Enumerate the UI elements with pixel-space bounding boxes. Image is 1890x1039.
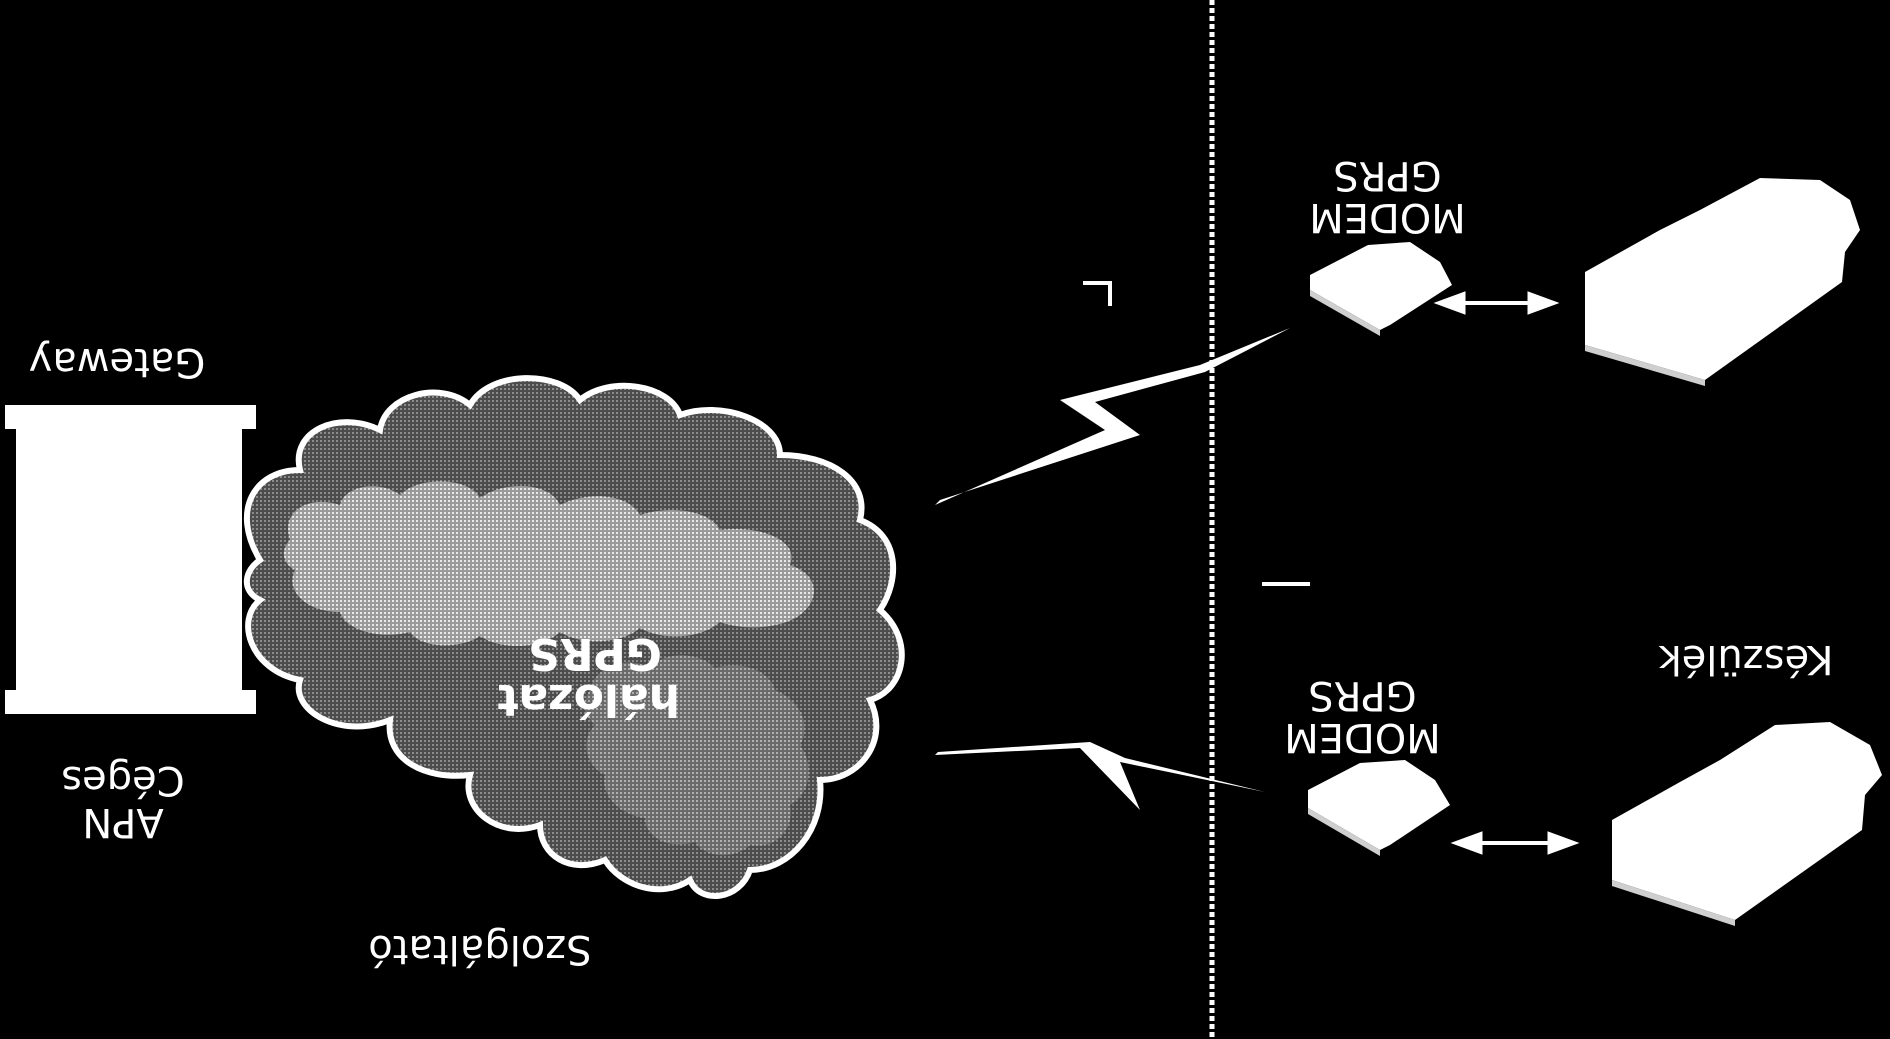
gateway-block bbox=[5, 405, 256, 714]
gprs-modem-top-label-line1: GPRS bbox=[1333, 152, 1442, 198]
gprs-network-label: hálózat GPRS bbox=[497, 612, 680, 725]
gprs-modem-top-icon bbox=[1310, 242, 1452, 336]
gprs-modem-bottom-icon bbox=[1308, 760, 1450, 856]
connection-arrow-bottom bbox=[1450, 831, 1580, 855]
gateway-label: Gateway bbox=[28, 339, 206, 385]
small-corner-mark bbox=[1083, 281, 1112, 306]
service-provider-label: Szolgáltató bbox=[368, 926, 592, 972]
wireless-link-bottom-bolt-shape bbox=[935, 742, 1265, 810]
device-label: Készülék bbox=[1658, 636, 1834, 682]
device-top-icon bbox=[1585, 178, 1860, 386]
connection-arrow-top bbox=[1433, 291, 1560, 315]
gprs-modem-bottom-label-line2: MODEM bbox=[1284, 714, 1441, 760]
apn-label-line1: Céges bbox=[61, 757, 185, 803]
apn-label-line2: APN bbox=[82, 799, 164, 845]
gprs-modem-bottom-label-line1: GPRS bbox=[1308, 672, 1417, 718]
device-bottom-icon bbox=[1612, 722, 1882, 926]
gprs-modem-top-label-line2: MODEM bbox=[1309, 194, 1466, 240]
gprs-modem-bottom-label: MODEM GPRS bbox=[1275, 660, 1450, 760]
gprs-modem-top-label: MODEM GPRS bbox=[1300, 140, 1475, 240]
apn-label: APN Céges bbox=[48, 745, 198, 845]
wireless-link-top-bolt-shape bbox=[935, 328, 1290, 505]
gprs-cloud bbox=[243, 375, 905, 899]
gprs-network-label-line2: hálózat bbox=[497, 674, 680, 725]
gprs-network-label-line1: GPRS bbox=[528, 627, 662, 679]
